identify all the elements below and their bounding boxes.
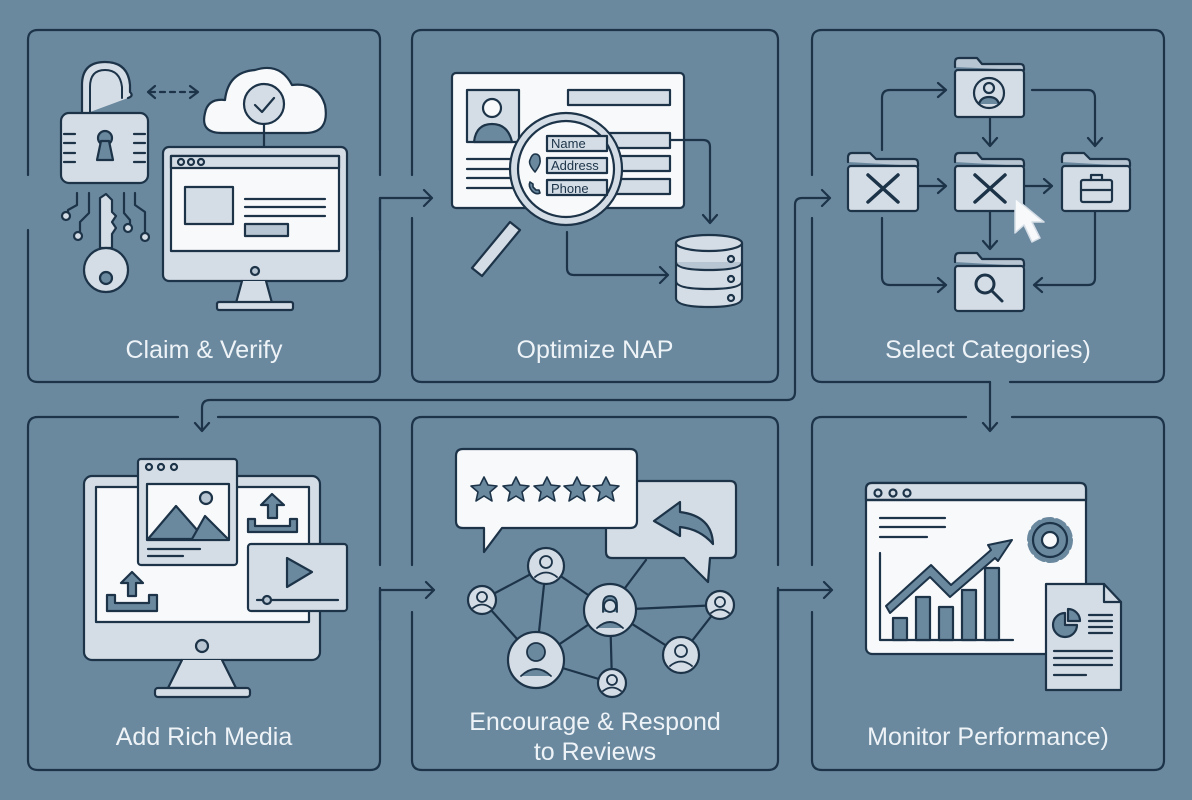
monitor-icon xyxy=(161,145,349,312)
database-icon xyxy=(674,233,744,309)
folder-tools-selected-icon xyxy=(953,151,1026,213)
people-network-icon xyxy=(466,546,736,699)
step-label-monitor-performance: Monitor Performance) xyxy=(867,723,1109,751)
upload-icon-2 xyxy=(105,570,159,613)
step-label-select-categories: Select Categories) xyxy=(885,336,1091,364)
folder-briefcase-icon xyxy=(1060,151,1132,213)
step-label-encourage-respond: Encourage & Respond xyxy=(469,708,721,736)
key-icon xyxy=(82,192,130,294)
padlock-icon xyxy=(59,60,150,185)
panel-frames xyxy=(26,28,1166,772)
five-star-bubble-icon xyxy=(454,447,639,554)
upload-icon xyxy=(246,492,299,534)
video-player-icon xyxy=(246,542,349,613)
cloud-check-icon xyxy=(203,66,327,192)
folder-search-icon xyxy=(953,251,1026,313)
step-label-to-reviews: to Reviews xyxy=(533,738,657,766)
report-document-icon xyxy=(1044,582,1123,692)
step-label-add-rich-media: Add Rich Media xyxy=(115,723,293,751)
step-label-claim-verify: Claim & Verify xyxy=(125,336,283,364)
optimize-nap-illustration xyxy=(450,71,744,309)
monitor-performance-illustration xyxy=(864,481,1123,692)
nap-field-name: Name xyxy=(551,136,586,151)
magnifier-icon xyxy=(470,111,624,278)
select-categories-illustration xyxy=(846,56,1132,313)
add-rich-media-illustration xyxy=(82,457,349,699)
folder-user-icon xyxy=(953,56,1026,119)
nap-field-phone: Phone xyxy=(551,181,589,196)
analytics-window-icon xyxy=(864,481,1088,656)
flow-connectors xyxy=(193,188,999,642)
location-pin-icon xyxy=(528,153,541,173)
folder-tools-icon xyxy=(846,151,920,213)
image-window-icon xyxy=(136,457,239,567)
phone-icon xyxy=(528,181,541,195)
gear-icon xyxy=(1027,517,1073,563)
reviews-illustration xyxy=(454,447,738,699)
cursor-icon xyxy=(1014,197,1045,243)
claim-verify-illustration xyxy=(59,60,349,312)
step-label-optimize-nap: Optimize NAP xyxy=(516,336,674,364)
nap-field-address: Address xyxy=(551,158,599,173)
